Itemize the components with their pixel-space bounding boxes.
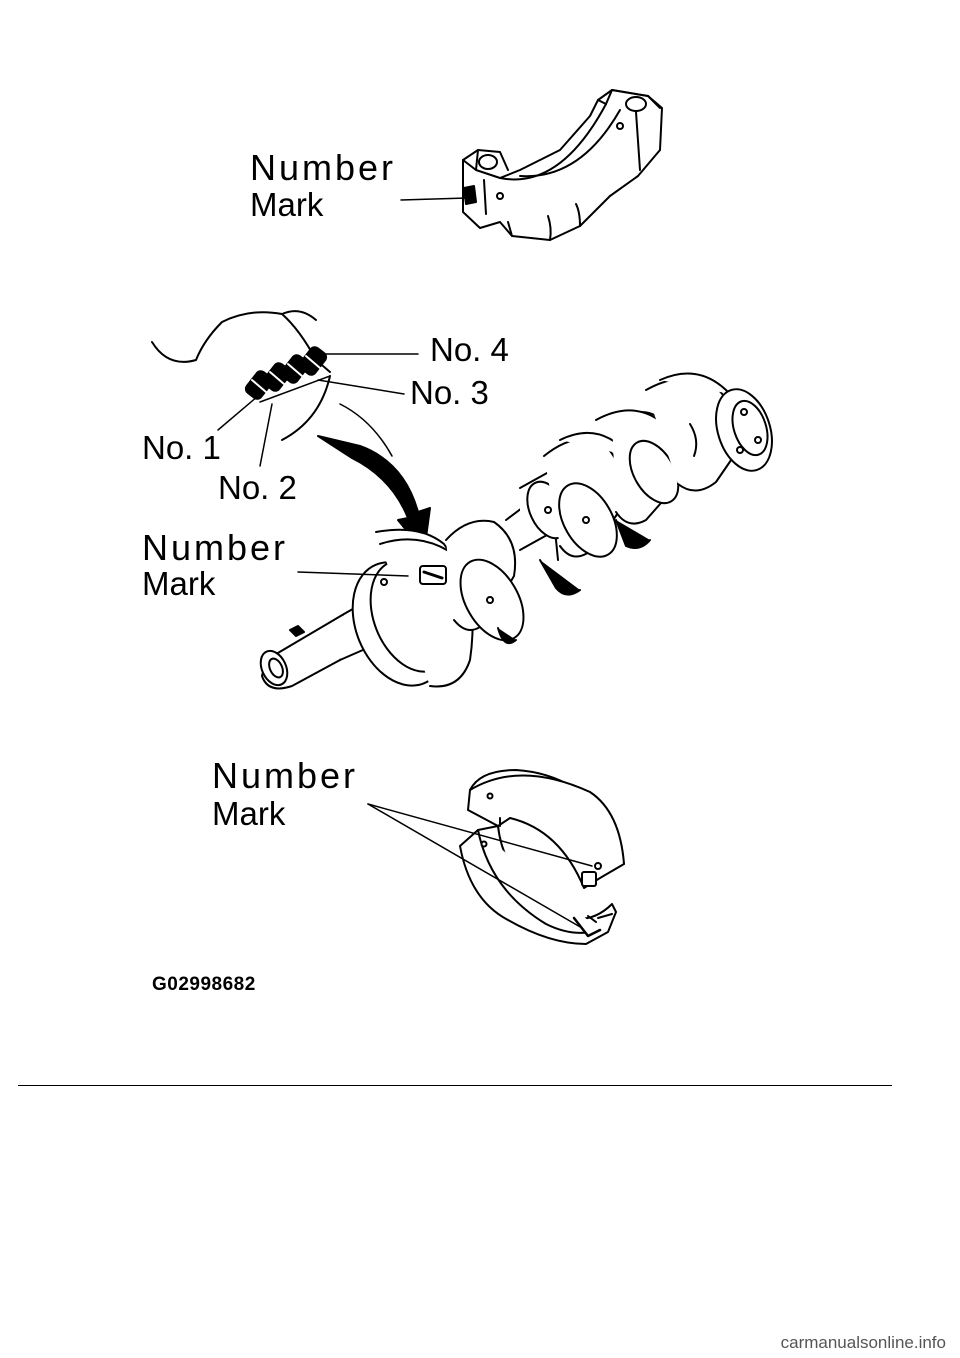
number-mark-zoom-callout: [151, 310, 331, 441]
bottom-number-mark-label-line1: Number: [212, 755, 359, 796]
top-number-mark-leader: [400, 197, 468, 201]
journal-label-no1: No. 1: [142, 429, 221, 466]
crankshaft-number-mark-leader: [297, 571, 409, 577]
journal-label-no2: No. 2: [218, 469, 297, 506]
journal-label-no4: No. 4: [430, 331, 509, 368]
crankshaft-illustration: [259, 372, 773, 690]
top-number-mark-label-line2: Mark: [250, 186, 324, 223]
page-divider: [18, 1085, 892, 1086]
crankshaft-number-mark-label-line2: Mark: [142, 565, 216, 602]
bearing-shell-illustration: [459, 769, 625, 945]
bottom-number-mark-label-line2: Mark: [212, 795, 286, 832]
figure-code: G02998682: [152, 974, 256, 995]
top-number-mark-label-line1: Number: [250, 147, 397, 188]
bottom-number-mark-leaders: [367, 803, 593, 929]
journal-label-leaders: [217, 353, 419, 467]
journal-label-no3: No. 3: [410, 374, 489, 411]
crankshaft-number-mark-label-line1: Number: [142, 527, 289, 568]
site-watermark: carmanualsonline.info: [780, 1333, 946, 1352]
bearing-cap-illustration: [462, 89, 663, 241]
